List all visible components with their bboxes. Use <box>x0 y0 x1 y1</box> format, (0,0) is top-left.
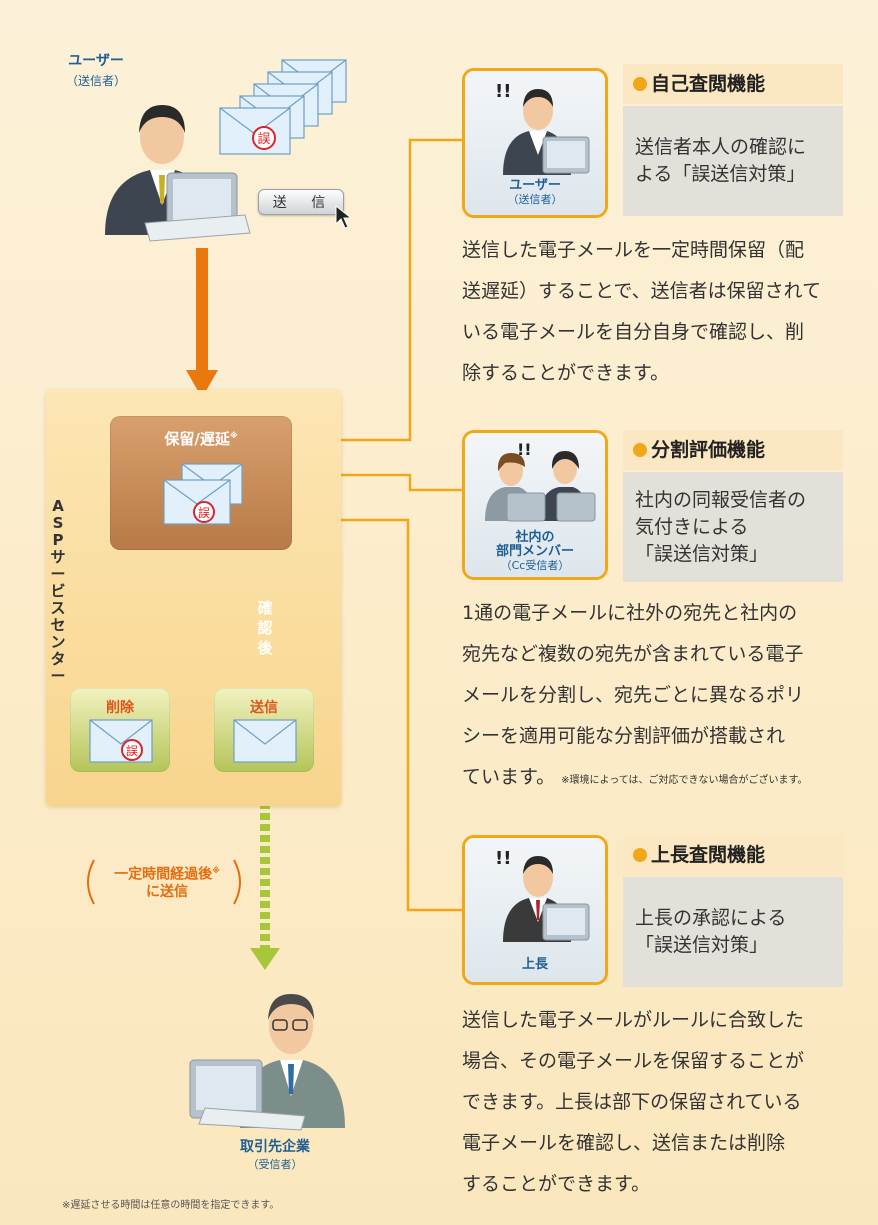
confirm-label-char: 確 <box>257 599 273 617</box>
connector-line-self-review <box>295 138 462 453</box>
send-title: 送信 <box>250 700 278 716</box>
arrow-to-hold <box>196 248 208 372</box>
asp-label-char: ビ <box>50 582 66 600</box>
send-button[interactable]: 送 信 <box>258 189 344 215</box>
department-members-icon: !! <box>485 440 596 522</box>
bullet-dot-icon <box>633 77 647 91</box>
sent-mail-icon <box>233 719 297 763</box>
mail-stack-icon: 誤 <box>219 59 347 155</box>
asp-label-char: ン <box>50 633 66 651</box>
card-label-members: 社内の 部門メンバー （Cc受信者） <box>495 530 574 573</box>
boss-person-icon: !! <box>495 848 590 942</box>
asp-label-char: サ <box>50 548 66 566</box>
after-time-note: 一定時間経過後※ に送信 <box>114 866 220 900</box>
user-person-icon: !! <box>495 81 590 175</box>
delay-footnote: ※遅延させる時間は任意の時間を指定できます。 <box>62 1200 280 1211</box>
mail-error-mark: 誤 <box>126 743 138 758</box>
feature-desc-split: 1通の電子メールに社外の宛先と社内の 宛先など複数の宛先が含まれている電子 メー… <box>462 602 808 788</box>
asp-label-char: ー <box>50 565 66 583</box>
feature-desc-boss: 送信した電子メールがルールに合致した 場合、その電子メールを保留することが でき… <box>462 1009 805 1195</box>
feature-desc-self-review: 送信した電子メールを一定時間保留（配 送遅延）することで、送信者は保留されて い… <box>462 239 822 384</box>
feature-body-split: 社内の同報受信者の 気付きによる 「誤送信対策」 <box>623 472 843 582</box>
deleted-mail-icon: 誤 <box>89 719 153 763</box>
feature-body-self-review: 送信者本人の確認による「誤送信対策」 <box>623 106 843 216</box>
feature-title-split: 分割評価機能 <box>623 430 843 470</box>
confirm-label-char: 認 <box>257 619 273 637</box>
svg-text:!!: !! <box>495 848 511 869</box>
after-time-parentheses <box>87 859 241 905</box>
feature-title-boss: 上長査閲機能 <box>623 835 843 875</box>
feature-title-self-review: 自己査閲機能 <box>623 64 843 104</box>
held-mail-icon: 誤 <box>163 463 243 525</box>
connector-line-boss <box>295 507 462 912</box>
asp-label-char: タ <box>50 650 66 668</box>
card-label-user: ユーザー （送信者） <box>507 178 563 207</box>
sender-person-at-computer-icon <box>105 105 251 242</box>
confirm-label: 確認後 <box>254 598 276 658</box>
sender-label: ユーザー （送信者） <box>65 53 126 88</box>
receiver-person-at-computer-icon <box>189 994 345 1131</box>
mail-error-mark: 誤 <box>257 131 270 147</box>
confirm-label-char: 後 <box>257 639 273 657</box>
mouse-cursor-icon <box>335 204 353 229</box>
asp-label-char: セ <box>50 616 66 634</box>
feature-card-boss: !! 上長 <box>462 835 608 985</box>
mail-error-mark: 誤 <box>198 505 210 520</box>
feature-card-split: !! 社内の 部門メンバー （Cc受信者） <box>462 430 608 580</box>
asp-label-char: A <box>52 497 64 515</box>
bullet-dot-icon <box>633 443 647 457</box>
svg-text:!!: !! <box>495 81 511 102</box>
hold-delay-title: 保留/遅延※ <box>164 430 238 448</box>
receiver-label: 取引先企業 （受信者） <box>240 1139 310 1171</box>
svg-text:!!: !! <box>517 440 532 459</box>
asp-label-char: P <box>52 531 64 549</box>
asp-label-char: ス <box>50 599 66 617</box>
feature-card-self-review: !! ユーザー （送信者） <box>462 68 608 218</box>
asp-label-char: S <box>52 514 64 532</box>
connector-line-split <box>295 462 462 492</box>
feature-body-boss: 上長の承認による 「誤送信対策」 <box>623 877 843 987</box>
asp-label-char: ー <box>50 667 66 685</box>
card-label-boss: 上長 <box>521 957 548 972</box>
bullet-dot-icon <box>633 848 647 862</box>
delete-title: 削除 <box>106 700 134 716</box>
